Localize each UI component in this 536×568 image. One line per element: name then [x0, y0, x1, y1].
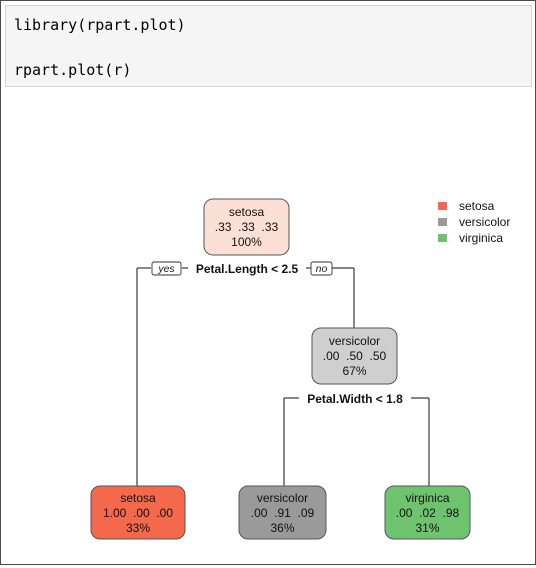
legend-swatch-virginica — [438, 234, 447, 242]
plot-output: yes no Petal.Length < 2.5 Petal.Width < … — [1, 88, 535, 564]
split-mid-label: Petal.Width < 1.8 — [307, 392, 403, 406]
node-versicolor-split: versicolor .00 .50 .50 67% — [311, 327, 398, 385]
yes-label: yes — [157, 263, 175, 275]
node-mid-probs: .00 .50 .50 — [323, 349, 387, 363]
tree-edges — [136, 267, 430, 486]
legend-label-virginica: virginica — [459, 231, 503, 245]
leaf-versicolor-probs: .00 .91 .09 — [251, 506, 315, 520]
leaf-virginica-probs: .00 .02 .98 — [396, 506, 460, 520]
node-mid-pct: 67% — [342, 364, 366, 378]
leaf-setosa-probs: 1.00 .00 .00 — [103, 506, 173, 520]
legend-swatch-setosa — [438, 202, 447, 210]
yes-tag: yes — [151, 261, 182, 276]
no-label: no — [316, 263, 328, 275]
leaf-setosa: setosa 1.00 .00 .00 33% — [90, 485, 186, 540]
node-root: setosa .33 .33 .33 100% — [203, 198, 290, 256]
code-line-plot: rpart.plot(r) — [14, 61, 132, 79]
code-line-library: library(rpart.plot) — [14, 16, 186, 34]
legend-label-setosa: setosa — [459, 199, 495, 213]
decision-tree-plot: yes no Petal.Length < 2.5 Petal.Width < … — [90, 198, 510, 540]
no-tag: no — [310, 261, 333, 276]
code-cell[interactable]: library(rpart.plot) rpart.plot(r) — [5, 5, 532, 87]
leaf-setosa-pct: 33% — [126, 521, 150, 535]
leaf-virginica-class: virginica — [405, 491, 449, 505]
legend-label-versicolor: versicolor — [459, 215, 510, 229]
legend-swatch-versicolor — [438, 218, 447, 226]
leaf-versicolor-pct: 36% — [270, 521, 294, 535]
split-root-label: Petal.Length < 2.5 — [196, 262, 299, 276]
node-root-class: setosa — [229, 205, 265, 219]
leaf-versicolor-class: versicolor — [257, 491, 308, 505]
leaf-versicolor: versicolor .00 .91 .09 36% — [238, 485, 327, 540]
node-root-probs: .33 .33 .33 — [215, 220, 279, 234]
leaf-setosa-class: setosa — [120, 491, 156, 505]
node-mid-class: versicolor — [329, 334, 380, 348]
leaf-virginica-pct: 31% — [415, 521, 439, 535]
node-root-pct: 100% — [231, 235, 262, 249]
leaf-virginica: virginica .00 .02 .98 31% — [384, 485, 471, 540]
legend: setosa versicolor virginica — [438, 199, 510, 245]
